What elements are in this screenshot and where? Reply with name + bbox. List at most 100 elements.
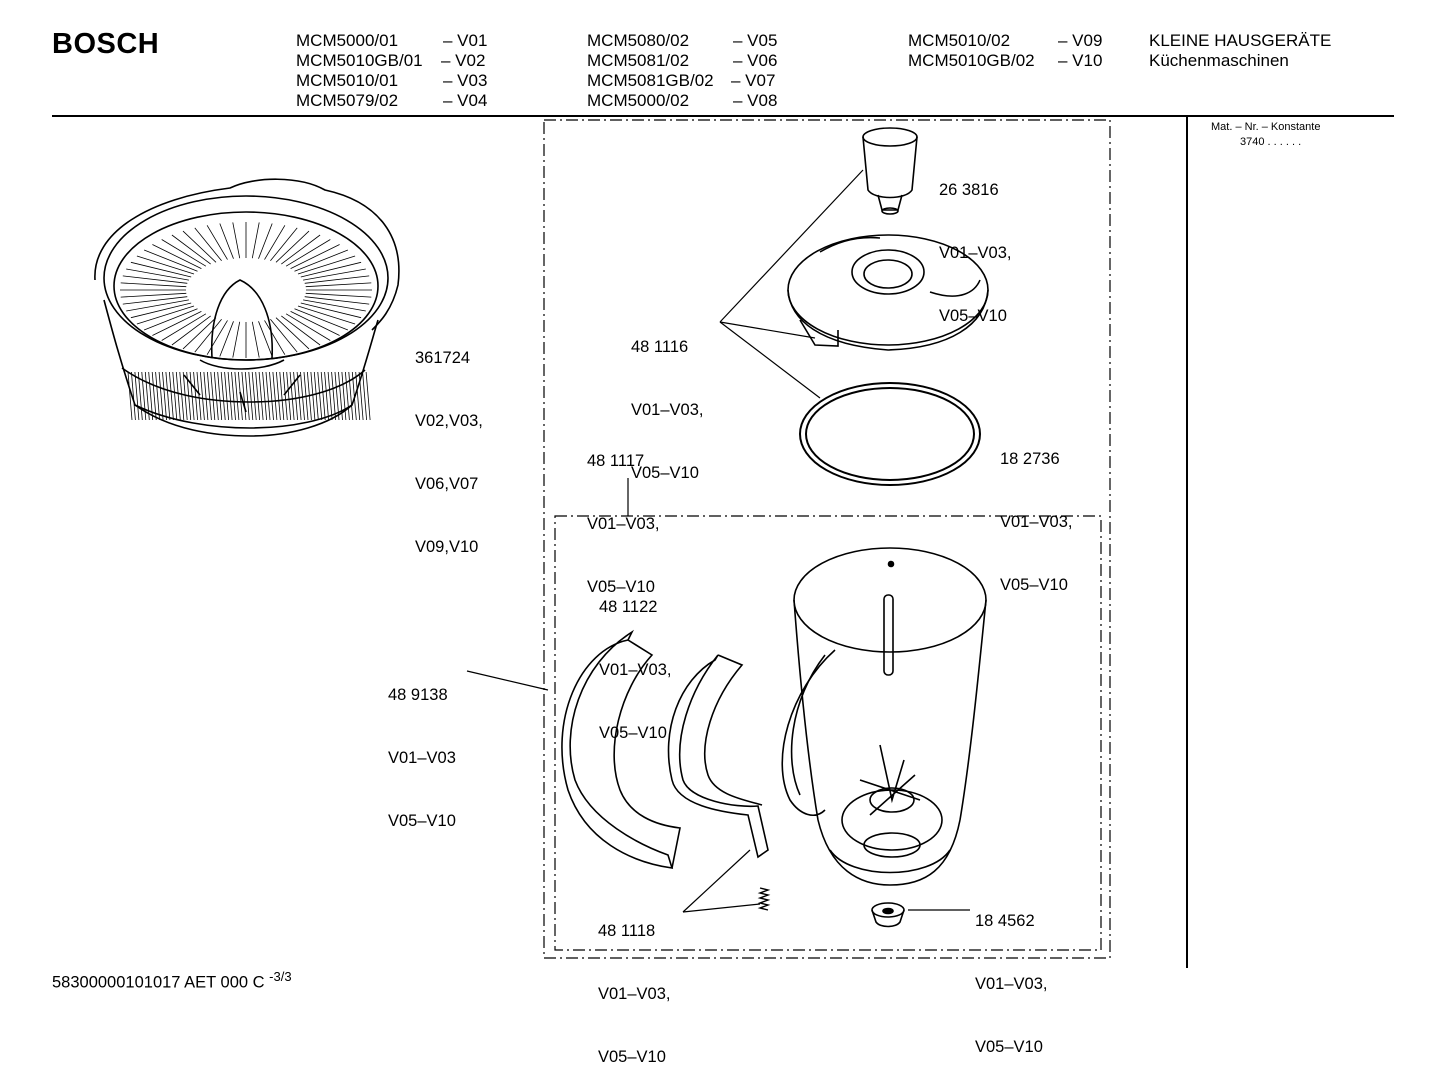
basket-slot	[317, 371, 323, 421]
part-variants: V06,V07	[415, 475, 479, 493]
part-variants: V01–V03,	[598, 985, 671, 1003]
basket-slot	[289, 371, 295, 421]
basket-slot	[338, 371, 343, 421]
model-version: – V06	[733, 51, 778, 70]
basket-slot	[220, 371, 226, 421]
basket-slot	[341, 371, 347, 421]
basket-slot	[282, 371, 288, 421]
leader-481118-frame	[682, 849, 751, 913]
part-variants: V09,V10	[415, 538, 479, 556]
model-row: MCM5079/02	[296, 91, 398, 111]
strainer-rib	[258, 321, 273, 357]
strainer-rib	[194, 318, 222, 353]
basket-slot	[310, 371, 316, 421]
basket-slot	[296, 371, 302, 421]
part-variants: V01–V03,	[975, 975, 1048, 993]
basket-slot	[231, 371, 236, 421]
basket-slot	[313, 371, 319, 421]
strainer-rib	[126, 299, 189, 312]
basket-slot	[348, 371, 354, 421]
model-version: – V04	[443, 91, 488, 110]
strainer-rib	[219, 321, 234, 357]
basket-slot	[272, 371, 278, 421]
part-variants: V01–V03,	[599, 661, 672, 679]
plug-drawing	[871, 902, 905, 928]
constant-value: 3740 . . . . . .	[1240, 136, 1302, 148]
basket-slot	[276, 371, 281, 421]
basket-slot	[286, 371, 292, 421]
basket-slot	[334, 371, 340, 421]
model-row: MCM5000/01	[296, 31, 398, 51]
strainer-rib	[297, 255, 356, 275]
leader-489138	[466, 670, 549, 691]
basket-slot	[165, 371, 171, 421]
strainer-rib	[126, 268, 189, 281]
basket-slot	[144, 371, 150, 421]
part-label-361724: 361724 V02,V03, V06,V07 V09,V10	[415, 306, 483, 579]
part-number: 48 1118	[598, 922, 656, 940]
basket-slot	[227, 371, 233, 421]
citrus-press-hatching	[120, 222, 372, 421]
model-version: – V05	[733, 31, 778, 50]
basket-slot	[179, 371, 185, 421]
part-variants: V01–V03,	[1000, 513, 1073, 531]
category-subtitle: Küchenmaschinen	[1149, 51, 1289, 70]
part-variants: V05–V10	[975, 1038, 1043, 1056]
inner-assembly-frame	[554, 515, 1102, 951]
basket-slot	[137, 371, 143, 421]
spring-drawing	[757, 887, 771, 911]
strainer-rib	[294, 249, 349, 272]
leader-lines	[466, 169, 970, 913]
basket-slot	[355, 371, 361, 421]
part-variants: V05–V10	[388, 812, 456, 830]
part-number: 18 4562	[975, 912, 1035, 930]
basket-slot	[155, 371, 160, 421]
basket-slot	[262, 371, 267, 421]
strainer-rib	[206, 320, 228, 355]
strainer-rib	[143, 249, 198, 272]
brand-logo: BOSCH	[52, 28, 160, 60]
strainer-rib	[300, 302, 362, 319]
footer-doc-number: 58300000101017 AET 000 C	[52, 973, 265, 992]
strainer-rib	[303, 268, 366, 281]
basket-slot	[186, 371, 192, 421]
part-number: 361724	[415, 349, 471, 367]
basket-slot	[148, 371, 154, 421]
strainer-rib	[136, 305, 195, 325]
strainer-rib	[120, 292, 187, 298]
part-variants: V01–V03	[388, 749, 456, 767]
blender-jug-drawing	[781, 547, 987, 886]
part-number: 18 2736	[1000, 450, 1060, 468]
measuring-cup-drawing	[862, 127, 918, 215]
basket-slot	[307, 371, 312, 421]
strainer-rib	[171, 234, 211, 265]
basket-slot	[234, 371, 240, 421]
basket-slot	[162, 371, 167, 421]
basket-slot	[327, 371, 333, 421]
basket-slot	[175, 371, 181, 421]
model-version: – V09	[1058, 31, 1103, 50]
model-version: – V01	[443, 31, 488, 50]
basket-slot	[189, 371, 195, 421]
part-variants: V02,V03,	[415, 412, 483, 430]
basket-slot	[320, 371, 326, 421]
part-label-481116: 48 1116 V01–V03, V05–V10	[631, 295, 703, 505]
strainer-rib	[171, 315, 211, 346]
model-code: MCM5010GB/01	[296, 51, 423, 70]
basket-slot	[248, 371, 254, 421]
part-variants: V05–V10	[1000, 576, 1068, 594]
basket-slot	[134, 371, 140, 421]
strainer-rib	[152, 244, 202, 269]
basket-slot	[269, 371, 274, 421]
seal-ring-drawing	[799, 382, 981, 486]
strainer-rib	[194, 227, 222, 262]
footer-doc-ref: 58300000101017 AET 000 C -3/3	[52, 969, 292, 993]
model-version: – V02	[441, 51, 486, 70]
model-code: MCM5081/02	[587, 51, 690, 70]
strainer-rib	[130, 261, 192, 278]
model-code: MCM5080/02	[587, 31, 690, 50]
handle-frame-drawing	[667, 654, 769, 859]
basket-slot	[203, 371, 209, 421]
basket-slot	[241, 371, 247, 421]
strainer-rib	[120, 282, 187, 288]
